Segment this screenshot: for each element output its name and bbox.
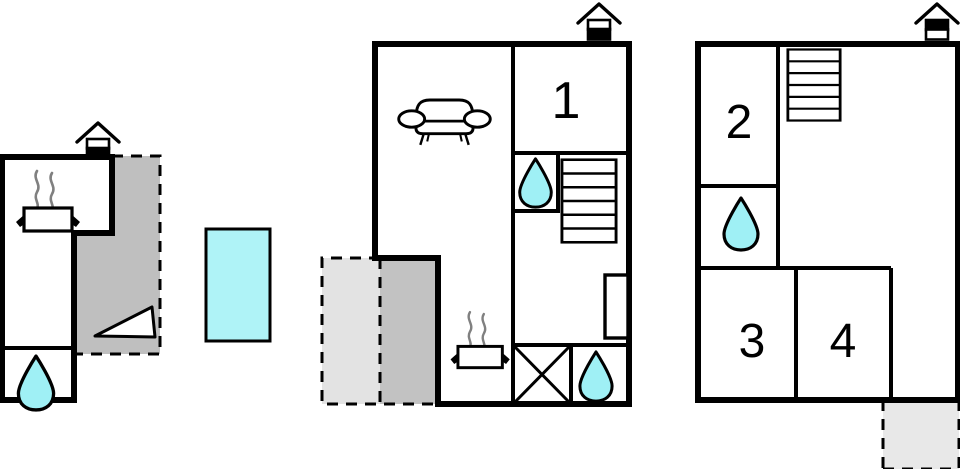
left-floor-plan: [0, 121, 162, 412]
terrace-area-middle-inner: [380, 258, 438, 404]
terrace-outline-left: [74, 154, 162, 356]
terrace-outline-middle: [320, 256, 438, 406]
pool-basin: [204, 227, 272, 343]
room-1-label: 1: [552, 72, 581, 130]
terrace-outline-right: [881, 400, 960, 469]
shower-x-icon: [513, 345, 571, 404]
terrace-area-middle-outer: [322, 258, 380, 404]
right-floor-plan: 2 3 4: [695, 2, 960, 469]
radiator-icon: [603, 273, 630, 340]
middle-floor-plan: 1: [320, 2, 632, 407]
terrace-area-right: [883, 400, 959, 469]
room-3-label: 3: [739, 315, 766, 368]
room-2-label: 2: [726, 96, 753, 149]
stairs-icon: [786, 48, 842, 122]
stairs-icon: [560, 158, 618, 244]
terrace-triangle-icon: [93, 305, 157, 339]
swimming-pool: [204, 227, 272, 343]
room-4-label: 4: [830, 315, 857, 368]
